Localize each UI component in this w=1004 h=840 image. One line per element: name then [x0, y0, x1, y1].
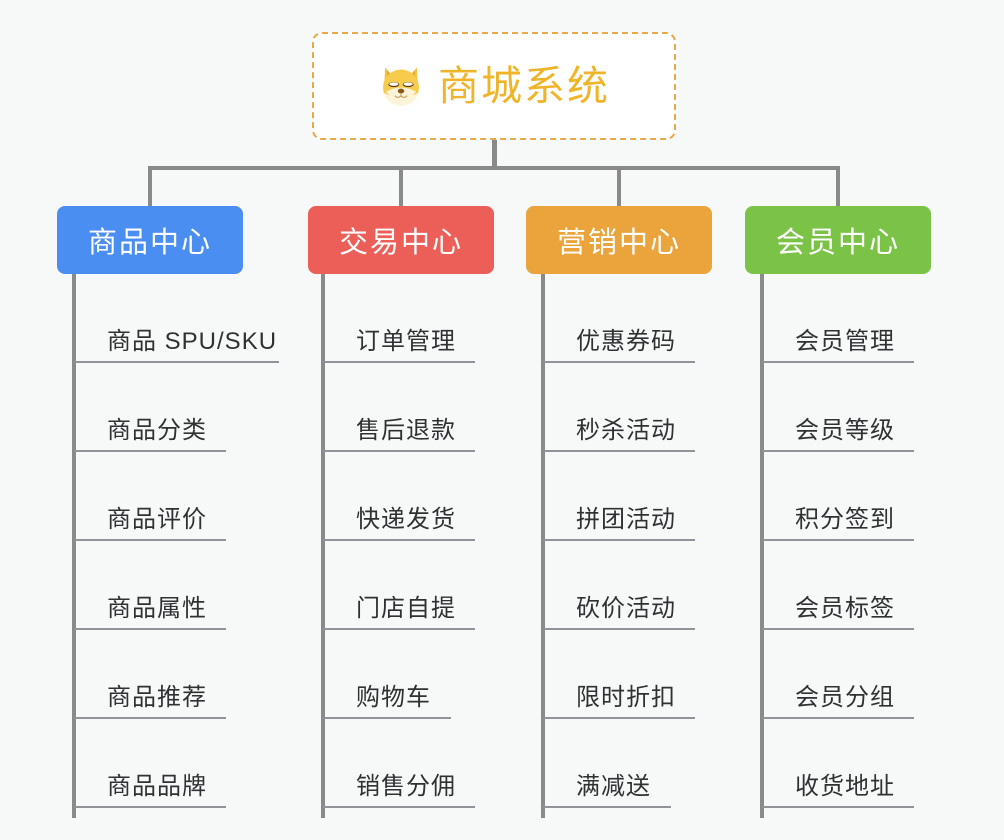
leaf-label: 商品品牌 [107, 773, 207, 801]
leaf-label: 购物车 [356, 684, 431, 712]
leaf-item[interactable]: 会员标签 [762, 541, 914, 630]
leaf-item[interactable]: 商品 SPU/SKU [74, 274, 279, 363]
category-label: 交易中心 [338, 227, 463, 259]
leaf-label: 会员标签 [795, 595, 895, 623]
leaf-label: 门店自提 [356, 595, 456, 623]
category-header-member[interactable]: 会员中心 [745, 206, 931, 274]
connector-horizontal-bus [148, 166, 840, 170]
leaf-item[interactable]: 售后退款 [323, 363, 475, 452]
leaf-label: 商品推荐 [107, 684, 207, 712]
root-title: 商城系统 [438, 62, 610, 109]
leaf-label: 商品属性 [107, 595, 207, 623]
leaf-label: 商品 SPU/SKU [107, 328, 278, 356]
leaf-item[interactable]: 门店自提 [323, 541, 475, 630]
leaf-item[interactable]: 会员等级 [762, 363, 914, 452]
category-label: 商品中心 [87, 227, 212, 259]
leaf-label: 拼团活动 [576, 506, 676, 534]
leaf-label: 优惠券码 [576, 328, 676, 356]
leaf-label: 秒杀活动 [576, 417, 676, 445]
leaf-item[interactable]: 销售分佣 [323, 719, 475, 808]
leaf-item[interactable]: 收货地址 [762, 719, 914, 808]
leaf-item[interactable]: 拼团活动 [543, 452, 695, 541]
leaf-label: 满减送 [576, 773, 651, 801]
leaf-label: 快递发货 [356, 506, 456, 534]
category-header-product[interactable]: 商品中心 [57, 206, 243, 274]
column-spine [541, 274, 545, 818]
column-spine [760, 274, 764, 818]
leaf-item[interactable]: 商品属性 [74, 541, 226, 630]
leaf-item[interactable]: 会员分组 [762, 630, 914, 719]
connector-drop-category-2 [399, 166, 403, 206]
leaf-item[interactable]: 秒杀活动 [543, 363, 695, 452]
leaf-label: 会员管理 [795, 328, 895, 356]
leaf-item[interactable]: 商品评价 [74, 452, 226, 541]
leaf-label: 限时折扣 [576, 684, 676, 712]
column-spine [72, 274, 76, 818]
category-label: 会员中心 [775, 227, 900, 259]
leaf-label: 订单管理 [356, 328, 456, 356]
leaf-label: 售后退款 [356, 417, 456, 445]
shiba-inu-dog-face-icon [383, 67, 419, 106]
leaf-label: 销售分佣 [356, 773, 456, 801]
leaf-item[interactable]: 限时折扣 [543, 630, 695, 719]
column-spine [321, 274, 325, 818]
leaf-item[interactable]: 订单管理 [323, 274, 475, 363]
leaf-item[interactable]: 砍价活动 [543, 541, 695, 630]
leaf-label: 会员等级 [795, 417, 895, 445]
leaf-item[interactable]: 商品品牌 [74, 719, 226, 808]
category-header-trade[interactable]: 交易中心 [308, 206, 494, 274]
leaf-item[interactable]: 优惠券码 [543, 274, 695, 363]
connector-drop-category-3 [617, 166, 621, 206]
connector-root-stem [492, 140, 497, 168]
leaf-label: 商品评价 [107, 506, 207, 534]
leaf-item[interactable]: 满减送 [543, 719, 671, 808]
leaf-item[interactable]: 购物车 [323, 630, 451, 719]
leaf-label: 收货地址 [795, 773, 895, 801]
leaf-label: 砍价活动 [576, 595, 676, 623]
leaf-item[interactable]: 积分签到 [762, 452, 914, 541]
leaf-item[interactable]: 商品分类 [74, 363, 226, 452]
leaf-label: 积分签到 [795, 506, 895, 534]
root-node[interactable]: 商城系统 [312, 32, 676, 140]
leaf-item[interactable]: 快递发货 [323, 452, 475, 541]
connector-drop-category-4 [836, 166, 840, 206]
leaf-label: 会员分组 [795, 684, 895, 712]
leaf-item[interactable]: 商品推荐 [74, 630, 226, 719]
category-header-marketing[interactable]: 营销中心 [526, 206, 712, 274]
connector-drop-category-1 [148, 166, 152, 206]
category-label: 营销中心 [556, 227, 681, 259]
leaf-item[interactable]: 会员管理 [762, 274, 914, 363]
leaf-label: 商品分类 [107, 417, 207, 445]
